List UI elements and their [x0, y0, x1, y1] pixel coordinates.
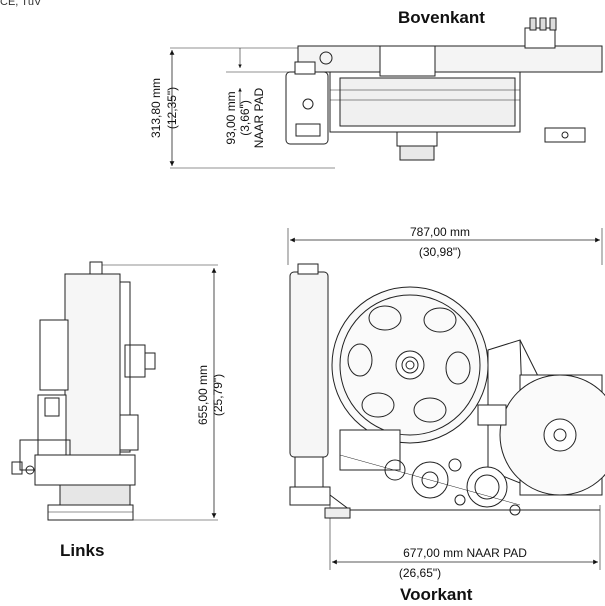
left-height-mm: 655,00 mm: [196, 365, 210, 425]
corner-label: CE, TüV: [0, 0, 42, 8]
front-pad-width: 677,00 mm NAAR PAD: [403, 546, 527, 560]
top-pad-note: NAAR PAD: [252, 87, 266, 148]
top-pad-mm: 93,00 mm: [224, 91, 238, 144]
top-view-drawing: [169, 17, 603, 169]
front-view-title: Voorkant: [400, 585, 473, 604]
front-view-drawing: [287, 228, 605, 570]
top-view-title: Bovenkant: [398, 8, 485, 27]
top-pad-in: (3,66"): [238, 100, 252, 136]
left-height-in: (25,79"): [211, 374, 225, 416]
top-height-in: (12,35"): [165, 87, 179, 129]
left-view-drawing: [11, 261, 218, 521]
top-height-mm: 313,80 mm: [149, 78, 163, 138]
front-pad-width-in: (26,65"): [399, 566, 441, 580]
front-width-mm: 787,00 mm: [410, 225, 470, 239]
left-view-title: Links: [60, 541, 105, 560]
front-width-in: (30,98"): [419, 245, 461, 259]
